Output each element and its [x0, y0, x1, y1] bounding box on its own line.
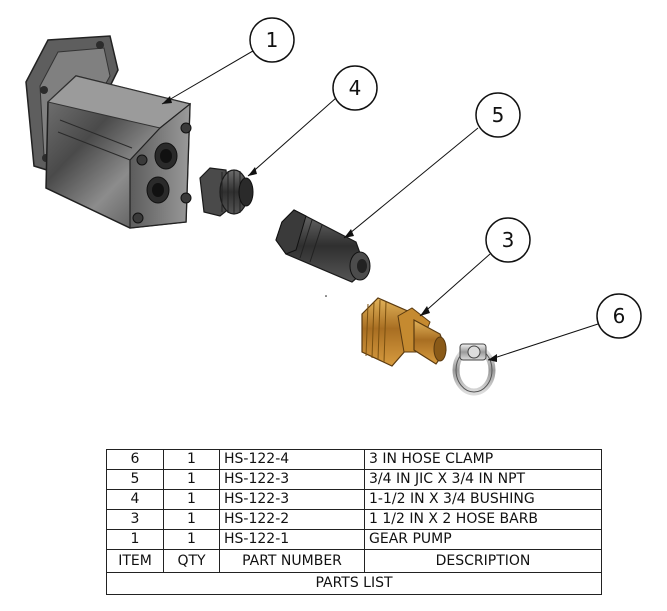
- bushing-part: [199, 167, 254, 217]
- part-number-cell: HS-122-3: [219, 469, 365, 490]
- header-description: DESCRIPTION: [364, 549, 602, 573]
- qty-cell: 1: [163, 509, 220, 530]
- svg-text:1: 1: [266, 28, 279, 52]
- header-part-number: PART NUMBER: [219, 549, 365, 573]
- svg-text:6: 6: [613, 304, 626, 328]
- part-number-cell: HS-122-3: [219, 489, 365, 510]
- item-cell: 5: [106, 469, 164, 490]
- svg-text:5: 5: [492, 103, 505, 127]
- balloon-4: 4: [332, 65, 378, 111]
- balloon-1: 1: [249, 17, 295, 63]
- qty-cell: 1: [163, 489, 220, 510]
- gear-pump-part: [25, 35, 192, 229]
- table-title-row: PARTS LIST: [106, 572, 602, 595]
- leader-lines: [161, 47, 599, 361]
- svg-text:3: 3: [502, 228, 515, 252]
- balloon-6: 6: [596, 293, 642, 339]
- item-cell: 1: [106, 529, 164, 550]
- table-row: 5 1 HS-122-3 3/4 IN JIC X 3/4 IN NPT: [106, 469, 602, 490]
- parts-list-title: PARTS LIST: [106, 572, 602, 595]
- item-cell: 4: [106, 489, 164, 510]
- table-row: 1 1 HS-122-1 GEAR PUMP: [106, 529, 602, 550]
- qty-cell: 1: [163, 529, 220, 550]
- balloon-5: 5: [475, 92, 521, 138]
- leader-arrowheads: [162, 96, 497, 362]
- hose-barb-part: [361, 297, 447, 367]
- description-cell: 1-1/2 IN X 3/4 BUSHING: [364, 489, 602, 510]
- description-cell: 1 1/2 IN X 2 HOSE BARB: [364, 509, 602, 530]
- item-cell: 6: [106, 449, 164, 470]
- exploded-assembly-drawing: 1 4 5 3 6: [25, 17, 642, 396]
- qty-cell: 1: [163, 449, 220, 470]
- table-row: 3 1 HS-122-2 1 1/2 IN X 2 HOSE BARB: [106, 509, 602, 530]
- parts-list-table: 6 1 HS-122-4 3 IN HOSE CLAMP 5 1 HS-122-…: [106, 449, 602, 595]
- part-number-cell: HS-122-2: [219, 509, 365, 530]
- table-header-row: ITEM QTY PART NUMBER DESCRIPTION: [106, 549, 602, 573]
- hose-clamp-part: [452, 343, 496, 396]
- svg-text:4: 4: [349, 76, 362, 100]
- part-number-cell: HS-122-4: [219, 449, 365, 470]
- table-row: 6 1 HS-122-4 3 IN HOSE CLAMP: [106, 449, 602, 470]
- description-cell: 3/4 IN JIC X 3/4 IN NPT: [364, 469, 602, 490]
- description-cell: GEAR PUMP: [364, 529, 602, 550]
- jic-adapter-part: [275, 209, 371, 297]
- header-item: ITEM: [106, 549, 164, 573]
- header-qty: QTY: [163, 549, 220, 573]
- item-cell: 3: [106, 509, 164, 530]
- description-cell: 3 IN HOSE CLAMP: [364, 449, 602, 470]
- qty-cell: 1: [163, 469, 220, 490]
- balloon-3: 3: [485, 217, 531, 263]
- part-number-cell: HS-122-1: [219, 529, 365, 550]
- table-row: 4 1 HS-122-3 1-1/2 IN X 3/4 BUSHING: [106, 489, 602, 510]
